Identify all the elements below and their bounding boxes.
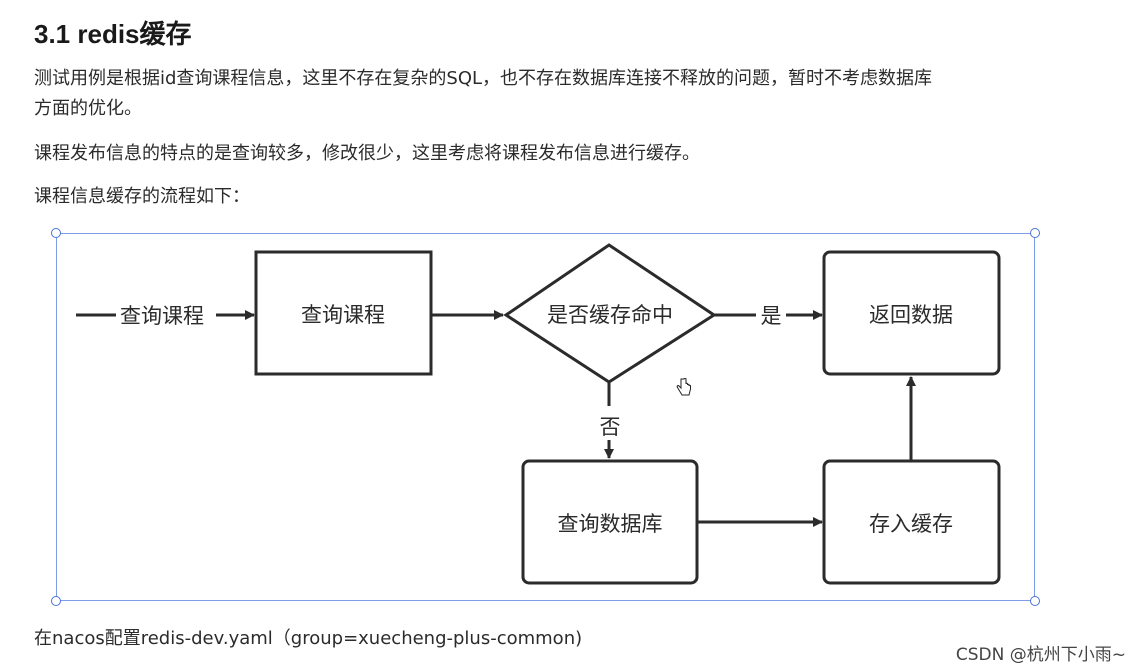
edge-yes-label: 是 [761,304,782,328]
paragraph-intro-line2: 方面的优化。 [34,98,142,119]
entry-edge-label: 查询课程 [120,304,204,328]
node-return-data [822,250,1001,376]
resize-handle-top-right[interactable] [1030,228,1040,238]
flowchart-selection-frame[interactable] [56,233,1035,601]
node-cache-hit-label: 是否缓存命中 [547,303,673,327]
resize-handle-top-left[interactable] [51,228,61,238]
paragraph-features: 课程发布信息的特点的是查询较多，修改很少，这里考虑将课程发布信息进行缓存。 [34,143,700,164]
csdn-watermark: CSDN @杭州下小雨~ [955,645,1126,665]
section-heading: 3.1 redis缓存 [34,19,192,49]
paragraph-intro: 测试用例是根据id查询课程信息，这里不存在复杂的SQL，也不存在数据库连接不释放… [34,64,932,124]
paragraph-intro-line1: 测试用例是根据id查询课程信息，这里不存在复杂的SQL，也不存在数据库连接不释放… [34,68,933,89]
node-query-course [254,250,433,376]
resize-handle-bottom-right[interactable] [1030,596,1040,606]
paragraph-nacos-config: 在nacos配置redis-dev.yaml（group=xuecheng-pl… [34,628,583,649]
node-store-cache-label: 存入缓存 [869,512,953,536]
node-query-db-label: 查询数据库 [558,512,663,536]
edge-no-label: 否 [600,415,621,439]
paragraph-flow-intro: 课程信息缓存的流程如下： [34,186,250,207]
node-query-course-label: 查询课程 [301,303,385,327]
resize-handle-bottom-left[interactable] [51,596,61,606]
hand-pointer-cursor-icon [676,378,691,396]
node-return-data-label: 返回数据 [869,303,953,327]
